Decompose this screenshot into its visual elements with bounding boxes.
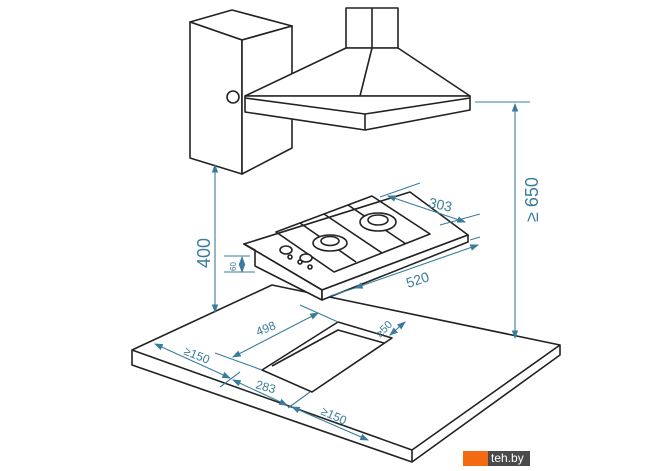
dimension-lines (153, 101, 530, 441)
watermark: teh.by (463, 451, 530, 466)
hood-height-label: ≥ 650 (522, 177, 542, 222)
hob-depth-label: 303 (427, 194, 453, 215)
cabinet-height-label: 400 (194, 238, 214, 268)
hob-width-label: 520 (404, 268, 431, 291)
watermark-text: teh.by (488, 451, 530, 466)
cutout-width-label: 283 (254, 377, 277, 396)
cooker-hood (244, 7, 471, 131)
watermark-logo (463, 451, 488, 466)
hob-thickness-label: 60 (229, 262, 238, 271)
countertop (131, 284, 561, 463)
